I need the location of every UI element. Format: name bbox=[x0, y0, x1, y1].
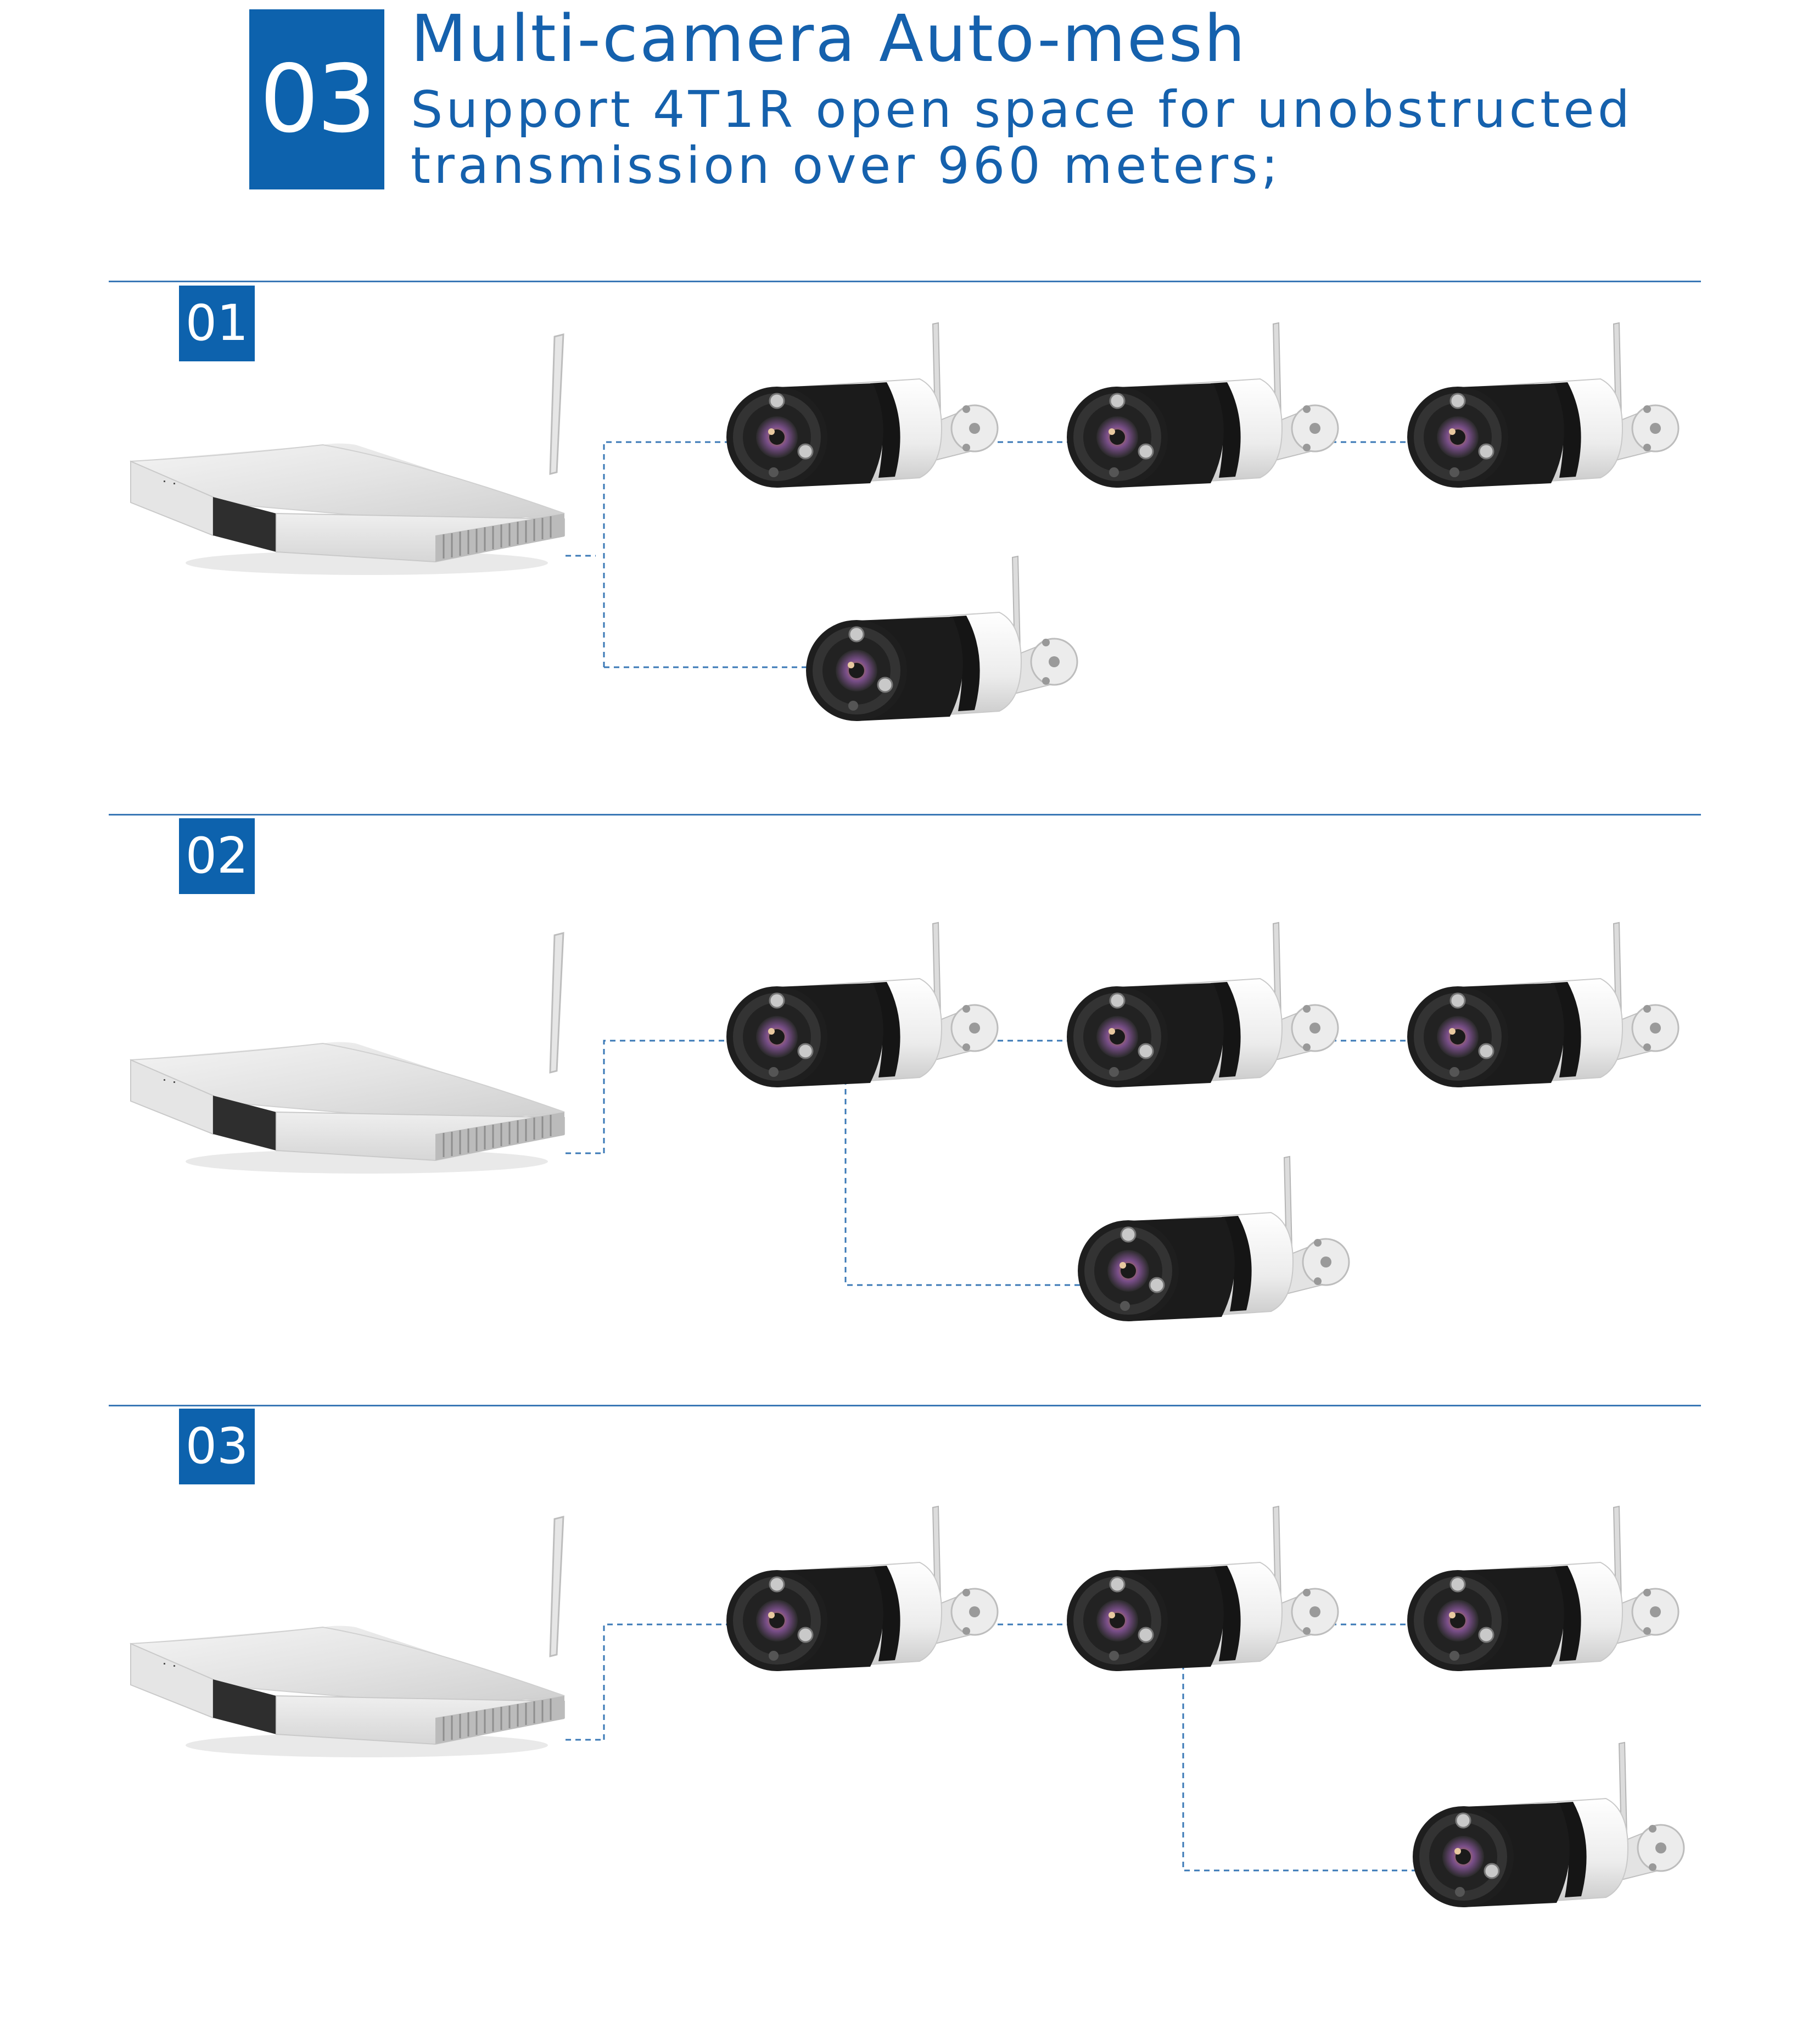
link-lines-scenario-3 bbox=[566, 1623, 1425, 1872]
section-subtitle-line-1: Support 4T1R open space for unobstructed bbox=[411, 80, 1633, 139]
divider-scenario-1 bbox=[109, 281, 1701, 282]
scenario-badge-1: 01 bbox=[179, 286, 255, 361]
divider-scenario-3 bbox=[109, 1405, 1701, 1406]
scenario-2-group bbox=[130, 922, 1680, 1322]
bullet-camera-icon bbox=[725, 322, 999, 489]
bullet-camera-icon bbox=[1077, 1155, 1350, 1322]
bullet-camera-icon bbox=[1066, 322, 1339, 489]
section-title: Multi-camera Auto-mesh bbox=[411, 1, 1247, 76]
nvr-recorder-icon bbox=[130, 333, 566, 576]
scenario-badge-2: 02 bbox=[179, 818, 255, 894]
bullet-camera-icon bbox=[1406, 322, 1680, 489]
nvr-recorder-icon bbox=[130, 932, 566, 1175]
bullet-camera-icon bbox=[1412, 1741, 1685, 1908]
scenario-3-group bbox=[130, 1505, 1685, 1908]
section-number-badge: 03 bbox=[249, 9, 384, 189]
bullet-camera-icon bbox=[725, 1505, 999, 1672]
bullet-camera-icon bbox=[725, 922, 999, 1088]
bullet-camera-icon bbox=[1066, 922, 1339, 1088]
link-lines-scenario-2 bbox=[566, 1040, 1422, 1286]
bullet-camera-icon bbox=[1066, 1505, 1339, 1672]
bullet-camera-icon bbox=[805, 555, 1078, 722]
scenario-1-group bbox=[130, 322, 1680, 722]
nvr-recorder-icon bbox=[130, 1516, 566, 1758]
section-subtitle-line-2: transmission over 960 meters; bbox=[411, 136, 1281, 195]
bullet-camera-icon bbox=[1406, 1505, 1680, 1672]
bullet-camera-icon bbox=[1406, 922, 1680, 1088]
divider-scenario-2 bbox=[109, 814, 1701, 816]
scenario-badge-3: 03 bbox=[179, 1409, 255, 1484]
